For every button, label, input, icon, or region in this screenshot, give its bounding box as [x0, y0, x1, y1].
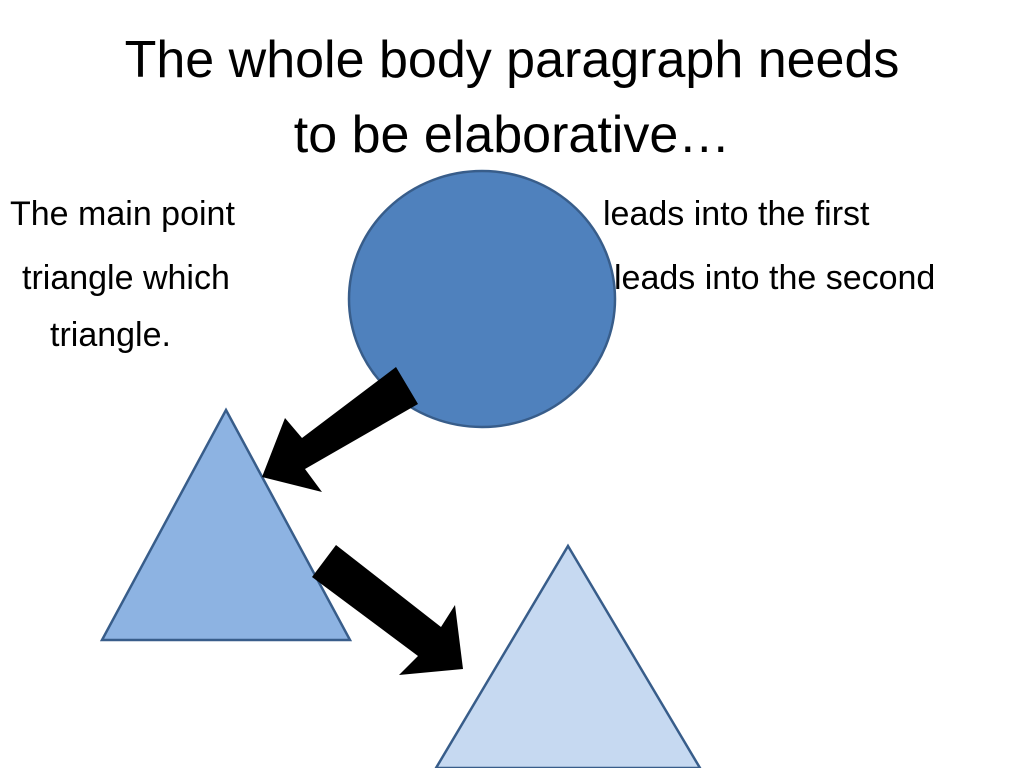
- main-point-circle: [347, 169, 617, 429]
- arrow-first-to-second-triangle-icon: [312, 545, 463, 675]
- first-triangle: [99, 407, 353, 642]
- body-text-main-point: The main point: [10, 195, 235, 233]
- body-text-triangle-which: triangle which: [22, 259, 230, 297]
- body-text-leads-second: leads into the second: [614, 259, 936, 297]
- arrow-circle-to-first-triangle-icon: [262, 367, 418, 492]
- slide-title-line-2: to be elaborative…: [293, 106, 731, 164]
- slide-title-line-1: The whole body paragraph needs: [124, 31, 900, 89]
- body-text-triangle-end: triangle.: [50, 316, 171, 354]
- body-text-leads-first: leads into the first: [603, 195, 870, 233]
- second-triangle: [434, 543, 702, 768]
